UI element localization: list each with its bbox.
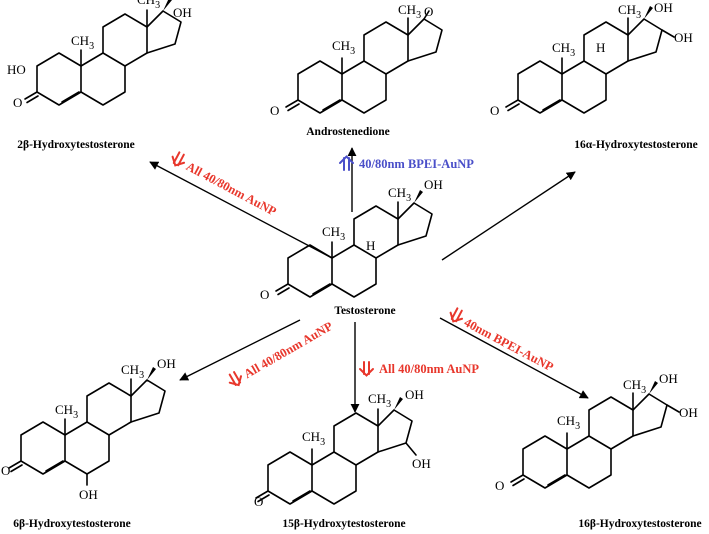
- bl-hydroxyl-6: OH: [79, 487, 98, 502]
- bc-oxygen: O: [254, 494, 263, 509]
- tl-methyl-18: CH3: [137, 0, 160, 11]
- 15b-hydroxytestosterone-structure: O CH3 CH3 OH OH: [254, 387, 431, 509]
- center-oxygen: O: [260, 287, 269, 302]
- br-hydroxyl-16: OH: [679, 405, 698, 420]
- 2b-hydroxytestosterone-structure: O HO CH3 CH3 OH: [7, 0, 192, 110]
- double-down-arrow-icon: [359, 361, 374, 377]
- bc-hydroxyl-17: OH: [405, 387, 424, 402]
- center-hydroxyl-17: OH: [424, 177, 443, 192]
- 6b-hydroxytestosterone-label: 6β-Hydroxytestosterone: [13, 518, 130, 530]
- androstenedione-structure: O CH3 CH3 O: [270, 2, 443, 118]
- br-oxygen: O: [495, 478, 504, 493]
- center-hydrogen: H: [366, 238, 375, 253]
- double-down-arrow-icon: [449, 307, 464, 323]
- tr-hydroxyl-16: OH: [674, 30, 693, 45]
- center-methyl-19: CH3: [322, 224, 345, 243]
- arrow-to-2b-hydroxytestosterone: [149, 161, 333, 259]
- tl-oxygen: O: [13, 95, 22, 110]
- tl-hydroxyl-2: HO: [7, 62, 26, 77]
- tc-methyl-19: CH3: [332, 38, 355, 57]
- arrow-to-16a-hydroxytestosterone: [441, 171, 576, 261]
- double-down-arrow-icon: [171, 151, 186, 167]
- tr-hydrogen: H: [596, 40, 605, 55]
- effect-label: All 40/80nm AuNP: [184, 159, 279, 218]
- tl-methyl-19: CH3: [71, 33, 94, 52]
- effect-label: All 40/80nm AuNP: [379, 362, 479, 376]
- bc-methyl-19: CH3: [302, 429, 325, 448]
- bc-methyl-18: CH3: [368, 391, 391, 410]
- effect-label: 40/80nm BPEI-AuNP: [359, 157, 474, 171]
- tr-hydroxyl-17: OH: [654, 0, 673, 15]
- effect-top-left: All 40/80nm AuNP: [171, 151, 279, 219]
- center-methyl-18: CH3: [388, 185, 411, 204]
- br-methyl-18: CH3: [623, 377, 646, 396]
- arrow-to-16b-hydroxytestosterone: [439, 317, 589, 399]
- tr-methyl-19: CH3: [552, 40, 575, 59]
- tc-oxygen-3: O: [270, 103, 279, 118]
- arrow-to-6b-hydroxytestosterone: [179, 319, 301, 381]
- tl-hydroxyl-17: OH: [173, 5, 192, 20]
- bl-oxygen: O: [1, 463, 10, 478]
- bl-methyl-19: CH3: [55, 402, 78, 421]
- testosterone-label: Testosterone: [334, 305, 395, 317]
- double-up-arrow-icon: [339, 155, 354, 171]
- effect-bottom-left: All 40/80nm AuNP: [228, 319, 335, 387]
- 16a-hydroxytestosterone-label: 16α-Hydroxytestosterone: [574, 139, 698, 151]
- 16b-hydroxytestosterone-label: 16β-Hydroxytestosterone: [578, 518, 701, 530]
- br-hydroxyl-17: OH: [659, 371, 678, 386]
- 6b-hydroxytestosterone-structure: O CH3 CH3 OH OH: [1, 356, 176, 502]
- bl-hydroxyl-17: OH: [157, 356, 176, 371]
- br-methyl-19: CH3: [557, 413, 580, 432]
- tc-methyl-18: CH3: [398, 2, 421, 21]
- effect-bottom-center: All 40/80nm AuNP: [359, 361, 479, 377]
- tr-oxygen: O: [490, 103, 499, 118]
- 15b-hydroxytestosterone-label: 15β-Hydroxytestosterone: [282, 518, 405, 530]
- tr-methyl-18: CH3: [618, 2, 641, 21]
- 16b-hydroxytestosterone-structure: O CH3 CH3 OH OH: [495, 371, 698, 493]
- 16a-hydroxytestosterone-structure: O CH3 CH3 OH OH H: [490, 0, 693, 118]
- bc-hydroxyl-15: OH: [412, 456, 431, 471]
- double-down-arrow-icon: [228, 371, 243, 387]
- effect-label: All 40/80nm AuNP: [241, 319, 335, 381]
- 2b-hydroxytestosterone-label: 2β-Hydroxytestosterone: [17, 139, 134, 151]
- bl-methyl-18: CH3: [121, 362, 144, 381]
- androstenedione-label: Androstenedione: [306, 126, 390, 138]
- testosterone-structure: O CH3 CH3 OH H: [260, 177, 443, 302]
- tc-oxygen-17: O: [424, 4, 433, 19]
- effect-top-center: 40/80nm BPEI-AuNP: [339, 155, 474, 171]
